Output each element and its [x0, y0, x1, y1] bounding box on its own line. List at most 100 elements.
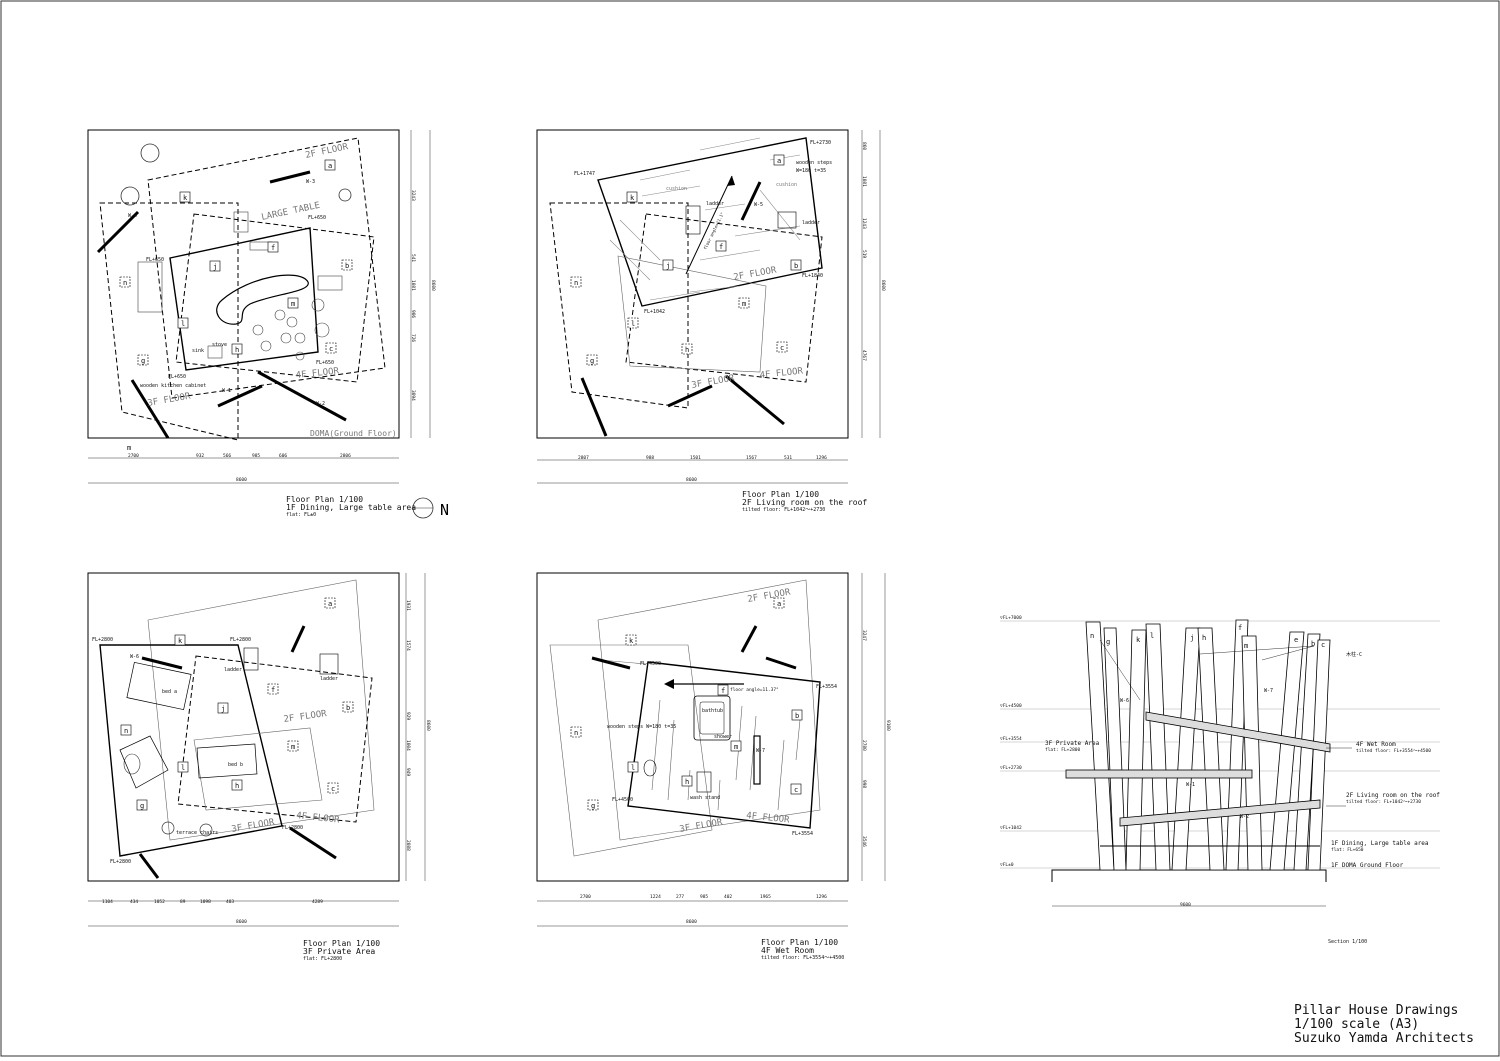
plan2-3f-outline	[549, 202, 689, 409]
plan4-dim: 277	[676, 894, 684, 900]
plan4-room-b: b	[795, 712, 799, 720]
north-arrow: N	[412, 497, 449, 519]
section-3f-label: 3F Private Area	[1045, 740, 1100, 747]
plan2-room-c: c	[780, 344, 784, 352]
plan3-vdim: 1004	[405, 740, 411, 751]
plan1-room-f: f	[271, 244, 275, 252]
plan4-level-label: FL+4500	[612, 797, 633, 803]
plan4-bathtub	[693, 695, 731, 741]
section-level-label: ▽FL+1042	[1000, 825, 1022, 831]
plan1-room-h: h	[235, 346, 239, 354]
plan3-bed-a	[126, 661, 192, 711]
floor-plan-3f: a k f j b n m l h c g FL+2800 FL+2800 FL…	[87, 572, 431, 927]
plan1-large-table	[216, 274, 309, 325]
plan2-vdim: 1243	[861, 218, 867, 229]
plan3-room-g: g	[140, 802, 144, 810]
plan2-note: tilted floor: FL+1042～+2730	[742, 507, 826, 513]
plan1-vdim: 3094	[410, 390, 416, 401]
plan2-room-a: a	[777, 157, 781, 165]
plan2-frame	[536, 129, 849, 439]
section-w1-label: W-1	[1186, 782, 1195, 788]
plan2-level-label: FL+2730	[810, 140, 831, 146]
plan4-room-f: f	[721, 687, 725, 695]
title-block-architect: Suzuko Yamda Architects	[1294, 1031, 1475, 1046]
section-level-label: ▽FL+3554	[1000, 736, 1022, 742]
plan4-vdim: 998	[861, 780, 867, 788]
section-level-label: ▽FL+4500	[1000, 703, 1022, 709]
section-pillar-label: b	[1311, 640, 1315, 648]
section-pillar	[1171, 627, 1201, 871]
section-4f-sub: tilted floor: FL+3554～+4500	[1356, 748, 1431, 754]
plan2-caption: Floor Plan 1/100 2F Living room on the r…	[742, 490, 867, 514]
plan2-2f-label: 2F FLOOR	[733, 265, 778, 282]
plan1-dim: 2806	[340, 453, 351, 459]
plan2-title: Floor Plan 1/100	[742, 490, 820, 499]
plan3-room-h: h	[235, 782, 239, 790]
plan2-2f-floor	[597, 137, 823, 307]
title-block-name: Pillar House Drawings	[1294, 1003, 1459, 1018]
plan3-frame	[87, 572, 400, 882]
section-dim: 9600	[1180, 902, 1191, 908]
plan1-dim: 985	[252, 453, 260, 459]
plan1-room-k: k	[183, 194, 188, 202]
plan3-note: flat: FL+2800	[303, 956, 343, 962]
plan3-4f-outline	[177, 655, 373, 823]
plan1-cabinet-label: wooden kitchen cabinet	[140, 383, 206, 389]
plan1-room-l: l	[181, 320, 185, 328]
plan3-room-f: f	[271, 686, 275, 694]
plan3-level-label: FL+2800	[282, 825, 303, 831]
floor-plan-1f: a k f j b n m l h c g FL+650 FL+650 FL+6…	[87, 129, 436, 484]
plan2-w5-label: W-5	[754, 202, 763, 208]
plan2-dim: 1501	[690, 455, 701, 461]
section-w2-label: W-2	[1240, 814, 1249, 820]
plan2-dim: 531	[784, 455, 792, 461]
plan1-caption: Floor Plan 1/100 1F Dining, Large table …	[286, 496, 417, 519]
plan3-vtotal-dim: 8600	[425, 720, 431, 731]
plan2-dim: 1296	[816, 455, 827, 461]
plan1-subtitle: 1F Dining, Large table area	[286, 503, 417, 512]
plan1-3f-label: 3F FLOOR	[147, 391, 192, 408]
plan1-vdim: 1081	[410, 280, 416, 291]
plan3-level-label: FL+2800	[110, 859, 131, 865]
plan3-dim: 434	[130, 899, 138, 905]
section-pillar-label: k	[1136, 636, 1141, 644]
plan4-room-k: k	[629, 637, 634, 645]
plan1-sink-label: sink	[192, 348, 204, 354]
plan4-frame	[536, 572, 849, 882]
section-pillar	[1197, 627, 1225, 871]
plan3-room-a: a	[328, 600, 332, 608]
plan3-dim: 89	[180, 899, 186, 905]
plan3-room-c: c	[331, 785, 335, 793]
plan2-vdim: 860	[861, 142, 867, 150]
plan4-3f-label: 3F FLOOR	[679, 817, 724, 834]
plan4-4f-floor	[627, 661, 821, 829]
section-3f-slab	[1065, 769, 1253, 779]
title-block: Pillar House Drawings 1/100 scale (A3) S…	[1294, 1004, 1474, 1046]
plan4-level-label: FL+4500	[640, 661, 661, 667]
plan4-2f-outline	[597, 579, 821, 841]
plan4-total-dim: 8600	[686, 919, 697, 925]
north-label: N	[440, 501, 449, 519]
plan1-level-label: FL+650	[146, 257, 164, 263]
plan3-w6-label: W-6	[130, 654, 139, 660]
plan3-level-label: FL+2800	[92, 637, 113, 643]
plan4-room-h: h	[685, 778, 689, 786]
section-doma-label: 1F DOMA Ground Floor	[1331, 862, 1404, 869]
plan3-level-label: FL+2800	[230, 637, 251, 643]
plan2-room-n: n	[574, 279, 578, 287]
plan4-dim: 402	[724, 894, 732, 900]
section-pillar	[1307, 639, 1331, 871]
plan2-4f-outline	[625, 213, 823, 383]
plan3-vdim: 929	[405, 712, 411, 720]
plan4-caption: Floor Plan 1/100 4F Wet Room tilted floo…	[761, 939, 844, 962]
section-w6-label: W-6	[1120, 698, 1129, 704]
plan1-note: flat: FL±0	[286, 512, 317, 518]
section-pillar	[1145, 623, 1171, 871]
plan4-vdim: 3247	[861, 630, 867, 641]
plan2-ladder-label: ladder	[802, 220, 820, 226]
plan1-room-a: a	[328, 162, 332, 170]
plan4-dim: 985	[700, 894, 708, 900]
plan1-stove-label: stove	[212, 342, 227, 348]
plan2-vtotal-dim: 8600	[880, 280, 886, 291]
section-pillar-label: m	[1244, 642, 1248, 650]
